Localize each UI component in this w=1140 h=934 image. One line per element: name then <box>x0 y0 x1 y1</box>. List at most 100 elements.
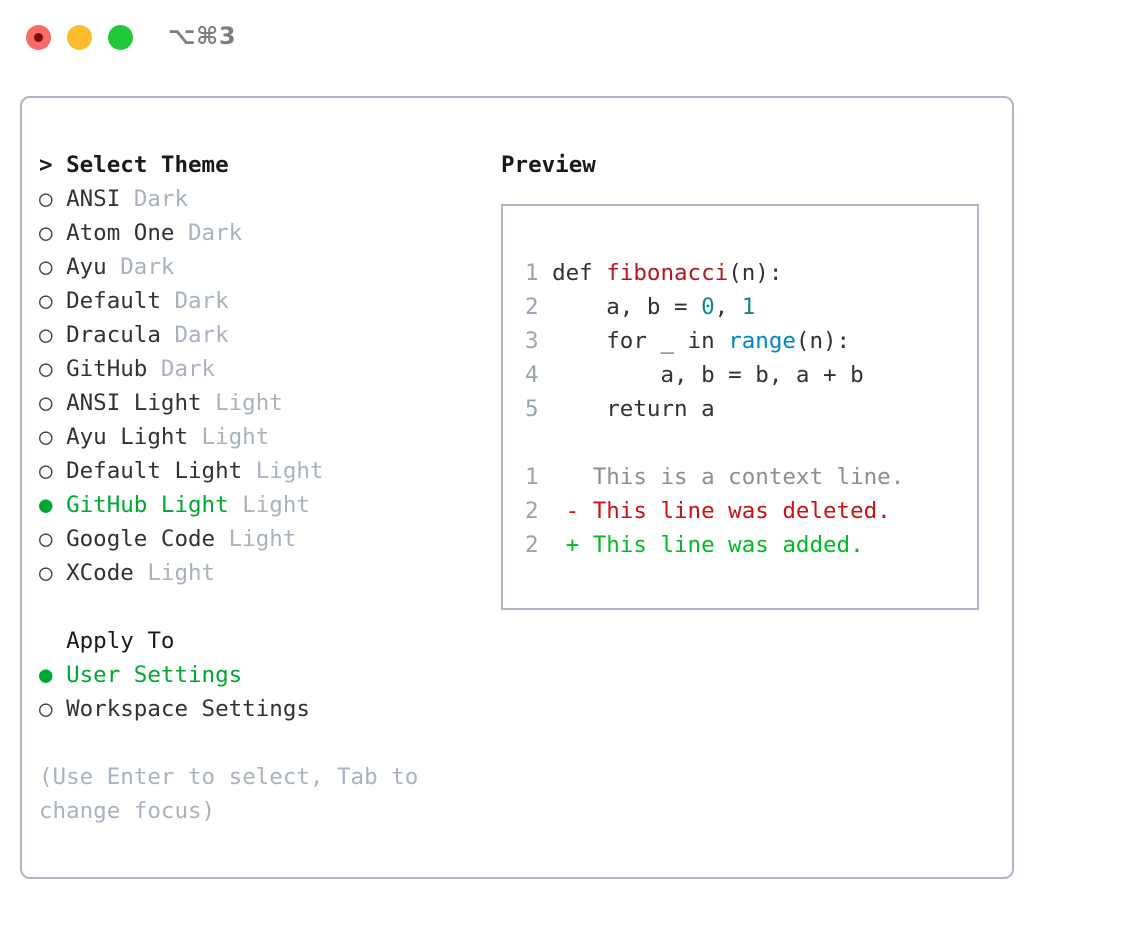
code-gutter-space <box>539 362 553 388</box>
radio-unselected-icon: ○ <box>39 526 53 552</box>
theme-name-label: ANSI Light <box>52 390 216 416</box>
theme-list-item[interactable]: ○ GitHub Dark <box>39 352 489 386</box>
theme-list-item[interactable]: ○ ANSI Light Light <box>39 386 489 420</box>
theme-variant-tag: Dark <box>133 186 188 212</box>
diff-line-number: 1 <box>525 464 539 490</box>
code-line: 1 def fibonacci(n): <box>525 256 977 290</box>
code-gutter-space <box>539 294 553 320</box>
apply-to-header: Apply To <box>39 628 175 654</box>
code-token-num: 1 <box>741 294 756 320</box>
theme-variant-tag: Light <box>242 492 310 518</box>
theme-list-item[interactable]: ○ Ayu Light Light <box>39 420 489 454</box>
diff-line: 2 - This line was deleted. <box>525 494 977 528</box>
theme-name-label: Default Light <box>52 458 256 484</box>
radio-unselected-icon: ○ <box>39 288 53 314</box>
code-token-num: 0 <box>701 294 715 320</box>
code-line: 3 for _ in range(n): <box>525 324 977 358</box>
radio-unselected-icon: ○ <box>39 220 53 246</box>
window-controls <box>26 25 133 50</box>
theme-name-label: XCode <box>52 560 148 586</box>
apply-to-list[interactable]: ● User Settings○ Workspace Settings <box>39 658 489 726</box>
theme-list-item[interactable]: ○ ANSI Dark <box>39 182 489 216</box>
theme-name-label: Google Code <box>52 526 229 552</box>
theme-name-label: Ayu <box>52 254 121 280</box>
code-token-bi: range <box>728 328 796 354</box>
diff-line-del: - This line was deleted. <box>538 498 891 524</box>
code-line: 2 a, b = 0, 1 <box>525 290 977 324</box>
theme-variant-tag: Light <box>201 424 270 450</box>
radio-unselected-icon: ○ <box>39 458 53 484</box>
code-token-kw: a, b = b, a + b <box>552 362 864 388</box>
code-token-kw: (n): <box>795 328 851 354</box>
theme-variant-tag: Light <box>228 526 297 552</box>
radio-unselected-icon: ○ <box>39 560 53 586</box>
radio-unselected-icon: ○ <box>39 424 53 450</box>
theme-list-item[interactable]: ● GitHub Light Light <box>39 488 489 522</box>
theme-list-item[interactable]: ○ Default Light Light <box>39 454 489 488</box>
code-line-number: 1 <box>525 260 539 286</box>
code-diff-spacer <box>525 426 977 460</box>
code-line-number: 2 <box>525 294 539 320</box>
close-button-icon[interactable] <box>26 25 51 50</box>
code-gutter-space <box>539 260 553 286</box>
diff-line: 1 This is a context line. <box>525 460 977 494</box>
apply-to-item[interactable]: ● User Settings <box>39 658 489 692</box>
theme-name-label: Default <box>52 288 175 314</box>
theme-list-item[interactable]: ○ Atom One Dark <box>39 216 489 250</box>
code-line: 4 a, b = b, a + b <box>525 358 977 392</box>
radio-unselected-icon: ○ <box>39 254 53 280</box>
code-line: 5 return a <box>525 392 977 426</box>
code-token-kw: , <box>714 294 742 320</box>
theme-variant-tag: Dark <box>160 356 216 382</box>
diff-line-number: 2 <box>525 532 539 558</box>
preview-column: Preview 1 def fibonacci(n):2 a, b = 0, 1… <box>501 148 996 610</box>
theme-selection-column: > Select Theme ○ ANSI Dark○ Atom One Dar… <box>39 148 489 828</box>
theme-name-label: ANSI <box>52 186 134 212</box>
apply-to-item[interactable]: ○ Workspace Settings <box>39 692 489 726</box>
code-line-number: 4 <box>525 362 539 388</box>
radio-unselected-icon: ○ <box>39 390 53 416</box>
theme-list[interactable]: ○ ANSI Dark○ Atom One Dark○ Ayu Dark○ De… <box>39 182 489 590</box>
maximize-button-icon[interactable] <box>108 25 133 50</box>
theme-variant-tag: Light <box>147 560 216 586</box>
keyboard-shortcut-label: ⌥⌘3 <box>168 22 237 50</box>
diff-sample: 1 This is a context line.2 - This line w… <box>525 460 977 562</box>
code-token-kw: for _ in <box>552 328 729 354</box>
theme-variant-tag: Light <box>215 390 283 416</box>
code-token-kw: return a <box>552 396 715 422</box>
keyboard-hint-text: (Use Enter to select, Tab to change focu… <box>39 764 419 824</box>
theme-variant-tag: Dark <box>188 220 243 246</box>
code-token-fn: fibonacci <box>606 260 729 286</box>
theme-list-item[interactable]: ○ XCode Light <box>39 556 489 590</box>
apply-to-label: User Settings <box>52 662 243 688</box>
code-token-kw: a, b = <box>552 294 702 320</box>
theme-list-item[interactable]: ○ Dracula Dark <box>39 318 489 352</box>
diff-line-ctx: This is a context line. <box>538 464 905 490</box>
radio-unselected-icon: ○ <box>39 356 53 382</box>
code-line-number: 5 <box>525 396 539 422</box>
code-token-kw: (n): <box>728 260 783 286</box>
theme-variant-tag: Dark <box>174 322 229 348</box>
theme-list-item[interactable]: ○ Ayu Dark <box>39 250 489 284</box>
code-line-number: 3 <box>525 328 539 354</box>
radio-unselected-icon: ○ <box>39 322 53 348</box>
theme-list-item[interactable]: ○ Default Dark <box>39 284 489 318</box>
radio-unselected-icon: ○ <box>39 696 53 722</box>
theme-name-label: GitHub Light <box>52 492 243 518</box>
theme-variant-tag: Light <box>255 458 324 484</box>
radio-unselected-icon: ○ <box>39 186 53 212</box>
diff-line: 2 + This line was added. <box>525 528 977 562</box>
theme-variant-tag: Dark <box>120 254 175 280</box>
code-gutter-space <box>539 396 553 422</box>
diff-line-add: + This line was added. <box>538 532 864 558</box>
radio-selected-icon: ● <box>39 492 53 518</box>
minimize-button-icon[interactable] <box>67 25 92 50</box>
theme-list-item[interactable]: ○ Google Code Light <box>39 522 489 556</box>
title-bar: ⌥⌘3 <box>0 0 1140 78</box>
preview-header: Preview <box>501 152 596 178</box>
radio-selected-icon: ● <box>39 662 53 688</box>
select-theme-header: > Select Theme <box>39 152 229 178</box>
